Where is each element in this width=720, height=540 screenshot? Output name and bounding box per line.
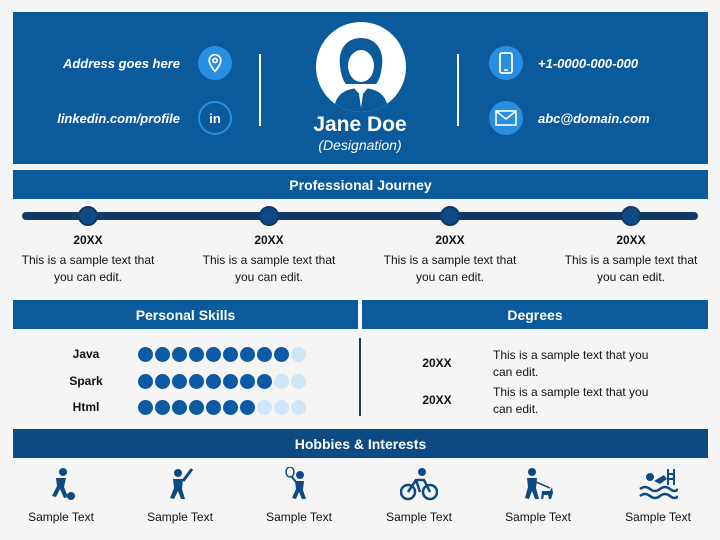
rating-dot-filled [172,347,187,362]
journey-year: 20XX [435,233,465,247]
soccer-icon [41,464,81,504]
hobby-label: Sample Text [625,510,691,524]
journey-text: This is a sample text that you can edit. [202,253,336,284]
skills-title: Personal Skills [135,306,236,323]
degree-year: 20XX [422,356,452,370]
rating-dot-filled [206,400,221,415]
rating-dot-empty [291,374,306,389]
rating-dot-empty [291,400,306,415]
rating-dot-filled [155,374,170,389]
rating-dot-filled [138,400,153,415]
rating-dot-filled [138,374,153,389]
skill-rating [138,374,306,389]
hobby-label: Sample Text [386,510,452,524]
skill-name: Spark [69,374,103,388]
rating-dot-filled [274,347,289,362]
dog-walking-icon [518,464,558,504]
skill-rating [138,400,306,415]
location-pin-icon [198,46,232,80]
person-designation: (Designation) [318,137,402,153]
rating-dot-filled [240,400,255,415]
rating-dot-filled [240,347,255,362]
timeline-dot [440,206,460,226]
hobbies-title: Hobbies & Interests [294,435,427,452]
skill-name: Java [72,347,100,361]
cricket-icon [160,464,200,504]
person-name: Jane Doe [313,113,407,136]
rating-dot-filled [189,400,204,415]
avatar [316,22,406,112]
rating-dot-filled [155,400,170,415]
rating-dot-filled [189,347,204,362]
address-text: Address goes here [62,56,180,71]
skill-rating [138,347,306,362]
timeline-line [22,212,698,220]
rating-dot-filled [189,374,204,389]
rating-dot-filled [138,347,153,362]
hobby-label: Sample Text [28,510,94,524]
skills-title-bar: Personal Skills [13,300,358,329]
hobby-label: Sample Text [147,510,213,524]
phone-text: +1-0000-000-000 [538,56,639,71]
hobby-label: Sample Text [505,510,571,524]
timeline-dot [78,206,98,226]
rating-dot-filled [206,374,221,389]
journey-title-bar: Professional Journey [13,170,708,199]
tennis-icon [279,464,319,504]
degrees-title: Degrees [507,306,563,323]
journey-year: 20XX [73,233,103,247]
swimming-icon [638,464,678,504]
mobile-phone-icon [489,46,523,80]
rating-dot-empty [257,400,272,415]
journey-year: 20XX [616,233,646,247]
rating-dot-filled [257,374,272,389]
linkedin-text[interactable]: linkedin.com/profile [57,111,180,126]
rating-dot-empty [274,400,289,415]
degree-text: This is a sample text that you can edit. [493,348,649,379]
skills-degrees-divider [359,338,361,416]
email-text[interactable]: abc@domain.com [538,111,650,126]
rating-dot-empty [274,374,289,389]
skill-name: Html [72,400,100,414]
hobbies-title-bar: Hobbies & Interests [13,429,708,458]
rating-dot-filled [172,374,187,389]
hobby-label: Sample Text [266,510,332,524]
rating-dot-filled [206,347,221,362]
cycling-icon [399,464,439,504]
rating-dot-empty [291,347,306,362]
journey-year: 20XX [254,233,284,247]
journey-title: Professional Journey [289,176,432,193]
rating-dot-filled [172,400,187,415]
timeline-dot [259,206,279,226]
degrees-title-bar: Degrees [362,300,708,329]
divider-right [457,54,459,126]
rating-dot-filled [223,347,238,362]
linkedin-icon: in [198,101,232,135]
rating-dot-filled [257,347,272,362]
user-silhouette-icon [334,38,388,112]
journey-text: This is a sample text that you can edit. [383,253,517,284]
rating-dot-filled [155,347,170,362]
envelope-icon [489,101,523,135]
rating-dot-filled [223,400,238,415]
timeline-dot [621,206,641,226]
journey-text: This is a sample text that you can edit. [21,253,155,284]
rating-dot-filled [223,374,238,389]
journey-text: This is a sample text that you can edit. [564,253,698,284]
degree-year: 20XX [422,393,452,407]
rating-dot-filled [240,374,255,389]
degree-text: This is a sample text that you can edit. [493,385,649,416]
divider-left [259,54,261,126]
